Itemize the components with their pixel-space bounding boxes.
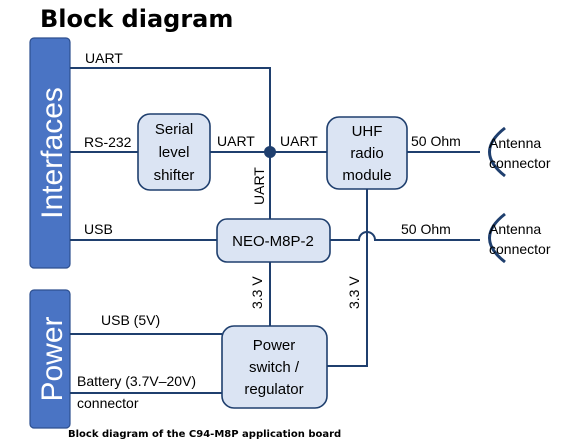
battery-line2: connector xyxy=(77,395,139,411)
antenna-icon xyxy=(488,212,506,264)
power-group xyxy=(29,289,71,429)
antenna-icon xyxy=(488,126,506,178)
uart-vertical-label: UART xyxy=(251,167,267,205)
interfaces-label: Interfaces xyxy=(36,87,69,219)
uhf-line1: UHF xyxy=(352,123,383,140)
antenna1-line1: Antenna xyxy=(489,135,541,151)
power-line1: Power xyxy=(253,337,296,354)
power-label: Power xyxy=(36,316,69,401)
uart-uhf-label: UART xyxy=(280,133,318,149)
neo-label: NEO-M8P-2 xyxy=(232,233,314,250)
uart-top-wire xyxy=(70,67,271,152)
serial-line2: level xyxy=(159,144,190,161)
antenna1-line2: connector xyxy=(489,155,551,171)
ohm-uhf-label: 50 Ohm xyxy=(411,133,461,149)
v33-left-label: 3.3 V xyxy=(249,276,265,309)
battery-line1: Battery (3.7V–20V) xyxy=(77,373,196,389)
usb-label: USB xyxy=(84,221,113,237)
rs232-label: RS-232 xyxy=(84,134,132,150)
junction-dot xyxy=(264,146,276,158)
antenna2-line1: Antenna xyxy=(489,221,541,237)
v33-right-wire xyxy=(327,189,368,367)
figure-caption: Block diagram of the C94-M8P application… xyxy=(68,429,341,440)
serial-line3: shifter xyxy=(154,167,195,184)
antenna2-line2: connector xyxy=(489,241,551,257)
serial-level-shifter-block xyxy=(137,113,211,191)
wires xyxy=(70,67,480,394)
ohm-neo-label: 50 Ohm xyxy=(401,221,451,237)
uhf-radio-module-block xyxy=(326,116,408,190)
power-line2: switch / xyxy=(249,359,300,376)
usb5v-label: USB (5V) xyxy=(101,312,160,328)
uart-top-label: UART xyxy=(85,50,123,66)
uart-shifter-label: UART xyxy=(217,133,255,149)
v33-right-label: 3.3 V xyxy=(346,276,362,309)
power-line3: regulator xyxy=(244,381,303,398)
neo-m8p-2-block xyxy=(216,218,331,263)
serial-line1: Serial xyxy=(155,121,193,138)
uhf-line2: radio xyxy=(350,145,383,162)
uhf-line3: module xyxy=(342,167,391,184)
power-switch-regulator-block xyxy=(221,325,328,409)
diagram-title: Block diagram xyxy=(40,5,233,33)
